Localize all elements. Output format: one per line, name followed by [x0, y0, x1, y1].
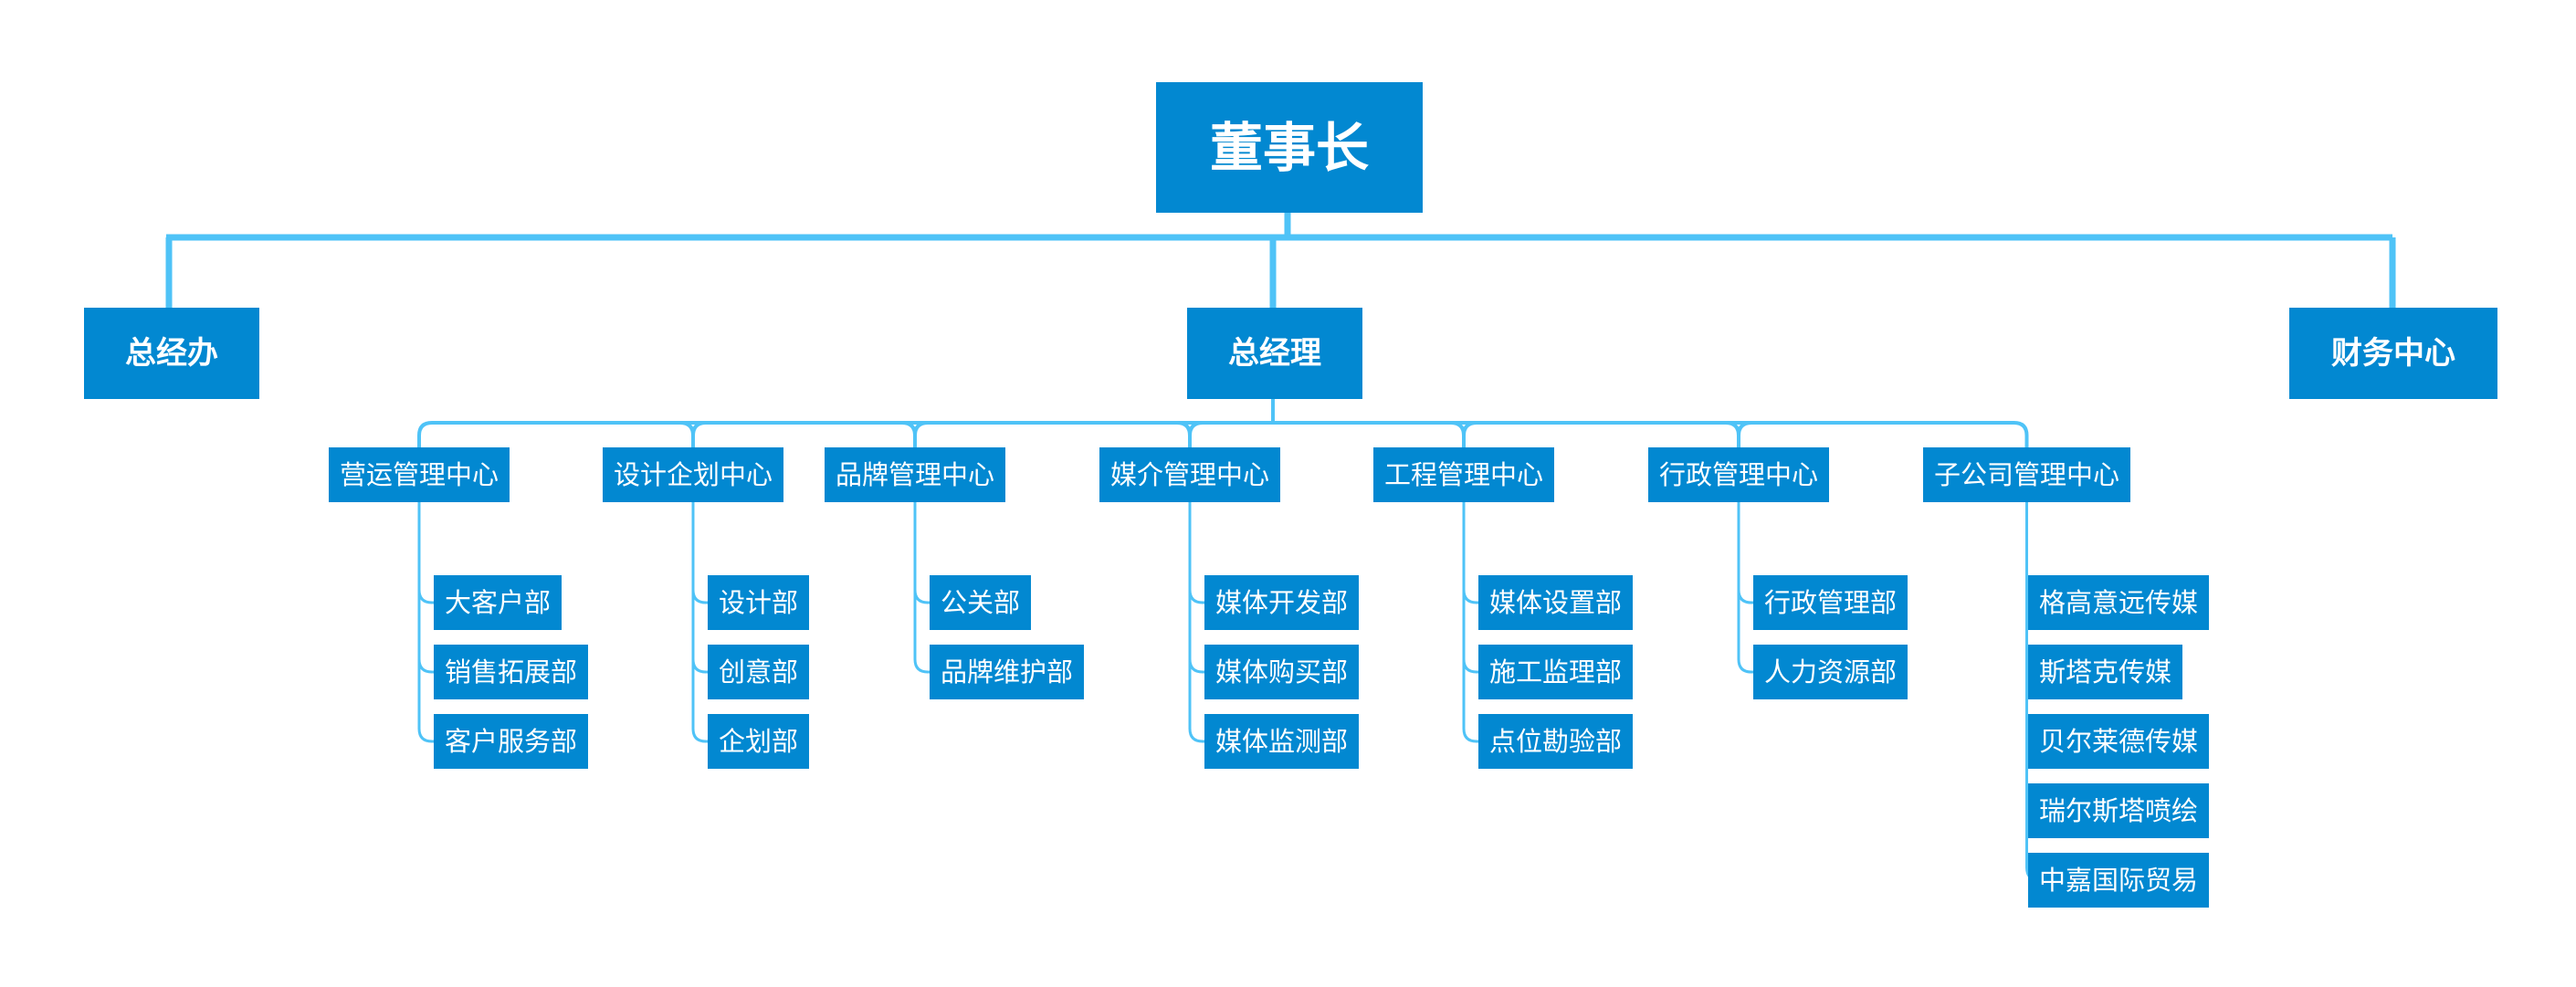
connector-curve: [691, 658, 708, 674]
connector-curve: [913, 421, 929, 436]
department-box: 施工监理部: [1478, 645, 1634, 699]
connector-curve: [1737, 658, 1753, 674]
department-box: 设计部: [708, 575, 810, 630]
connector-curve: [1725, 421, 1740, 447]
department-box: 媒体监测部: [1204, 714, 1360, 769]
connector-curve: [1462, 589, 1478, 604]
center-box: 营运管理中心: [329, 447, 510, 502]
department-box: 点位勘验部: [1478, 714, 1634, 769]
connector-curve: [913, 589, 930, 604]
connector-curve: [1462, 421, 1477, 436]
connector-curve: [1450, 421, 1466, 447]
connector-curve: [691, 421, 707, 436]
department-box: 媒体购买部: [1204, 645, 1360, 699]
department-box: 大客户部: [434, 575, 563, 630]
connector-curve: [1188, 658, 1204, 674]
department-box: 斯塔克传媒: [2028, 645, 2183, 699]
connector-curve: [913, 658, 930, 674]
connector-curve: [691, 728, 708, 743]
department-box: 创意部: [708, 645, 810, 699]
connector-curve: [417, 589, 434, 604]
department-box: 企划部: [708, 714, 810, 769]
department-box: 贝尔莱德传媒: [2028, 714, 2210, 769]
center-box: 媒介管理中心: [1099, 447, 1281, 502]
connector-curve: [901, 421, 917, 447]
general-office-box: 总经办: [84, 308, 259, 399]
center-box: 品牌管理中心: [825, 447, 1006, 502]
general-manager-box: 总经理: [1187, 308, 1362, 399]
connector-curve: [417, 658, 434, 674]
center-box: 设计企划中心: [603, 447, 784, 502]
connector-curve: [679, 421, 695, 447]
department-box: 公关部: [930, 575, 1032, 630]
connector-curve: [1737, 421, 1752, 436]
center-box: 子公司管理中心: [1923, 447, 2131, 502]
department-box: 人力资源部: [1753, 645, 1908, 699]
finance-center-box: 财务中心: [2289, 308, 2497, 399]
department-box: 中嘉国际贸易: [2028, 853, 2210, 908]
connector-curve: [1188, 589, 1204, 604]
connector-curve: [1188, 728, 1204, 743]
department-box: 媒体设置部: [1478, 575, 1634, 630]
connector-curve: [417, 421, 433, 447]
connector-curve: [417, 728, 434, 743]
department-box: 行政管理部: [1753, 575, 1908, 630]
department-box: 销售拓展部: [434, 645, 589, 699]
connector-curve: [1462, 658, 1478, 674]
department-box: 格高意远传媒: [2028, 575, 2210, 630]
department-box: 品牌维护部: [930, 645, 1085, 699]
connector-curve: [2013, 421, 2029, 447]
department-box: 客户服务部: [434, 714, 589, 769]
center-box: 行政管理中心: [1648, 447, 1830, 502]
department-box: 瑞尔斯塔喷绘: [2028, 783, 2210, 838]
chairman-box: 董事长: [1156, 82, 1423, 213]
center-box: 工程管理中心: [1373, 447, 1555, 502]
connector-curve: [1176, 421, 1192, 447]
connector-curve: [1188, 421, 1204, 436]
connector-curve: [1462, 728, 1478, 743]
connector-curve: [1737, 589, 1753, 604]
connector-curve: [691, 589, 708, 604]
department-box: 媒体开发部: [1204, 575, 1360, 630]
